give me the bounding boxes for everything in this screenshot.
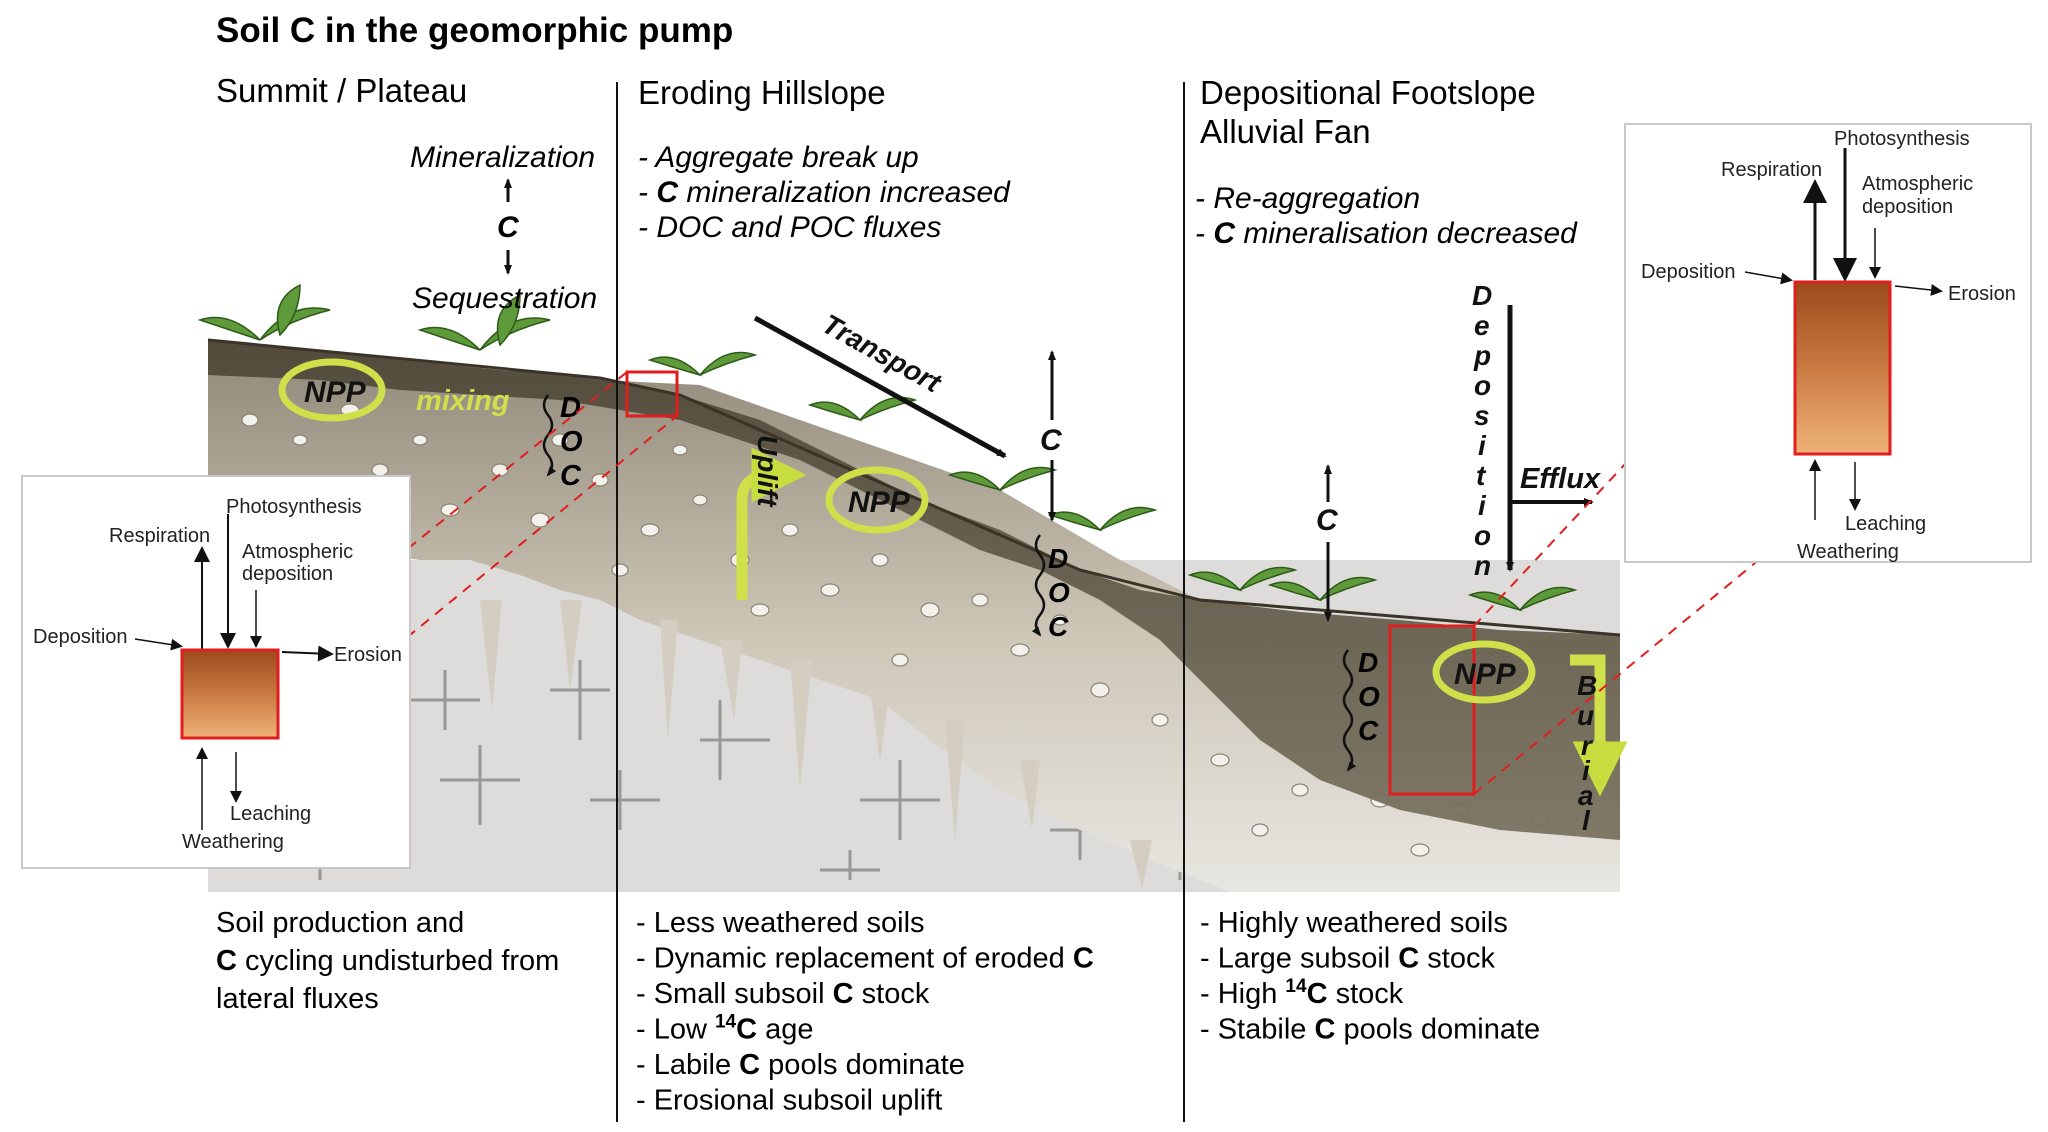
npp-cycle-3 — [1432, 640, 1536, 704]
inset-left-leaching: Leaching — [230, 803, 311, 825]
doc-label-3b: O — [1358, 681, 1380, 712]
svg-text:o: o — [1474, 520, 1491, 551]
inset-left-erosion: Erosion — [334, 644, 402, 666]
svg-text:l: l — [1582, 805, 1591, 836]
npp-label-3: NPP — [1454, 658, 1517, 691]
inset-left-weathering: Weathering — [182, 831, 284, 853]
svg-text:s: s — [1474, 400, 1490, 431]
hillslope-heading: Eroding Hillslope — [638, 74, 886, 111]
transport-arrow — [753, 315, 1007, 459]
summit-heading: Summit / Plateau — [216, 72, 467, 109]
svg-text:i: i — [1478, 430, 1487, 461]
soil-block-left — [180, 648, 280, 740]
subsoil — [208, 340, 1620, 892]
burial-label: Bur ial — [1577, 670, 1597, 836]
hillslope-footer-2: - Dynamic replacement of eroded C — [636, 943, 1094, 975]
doc-label-3a: D — [1358, 647, 1378, 678]
footslope-heading-2: Alluvial Fan — [1200, 113, 1371, 150]
footslope-c-label: C — [1316, 504, 1339, 537]
svg-text:o: o — [1474, 370, 1491, 401]
doc-label-3c: C — [1358, 715, 1379, 746]
footslope-bullet-2: - C mineralisation decreased — [1195, 217, 1578, 250]
figure-title: Soil C in the geomorphic pump — [216, 11, 733, 50]
sequestration-label: Sequestration — [412, 282, 597, 315]
npp-label-1: NPP — [304, 376, 367, 409]
deposition-label: Depo siti on — [1472, 280, 1492, 581]
inset-left-respiration: Respiration — [109, 525, 210, 547]
hillslope-footer-6: - Erosional subsoil uplift — [636, 1085, 942, 1117]
summit-c-label: C — [497, 211, 520, 244]
inset-right-atmospheric-1: Atmospheric — [1862, 173, 1973, 195]
hillslope-bullet-1: - Aggregate break up — [638, 141, 919, 174]
doc-label-1: D — [560, 392, 581, 424]
inset-right-weathering: Weathering — [1797, 541, 1899, 563]
mixing-label: mixing — [416, 385, 510, 417]
doc-label-2a: D — [1048, 543, 1068, 574]
doc-label-2c: C — [1048, 611, 1069, 642]
inset-right-leaching: Leaching — [1845, 513, 1926, 535]
svg-text:a: a — [1578, 780, 1594, 811]
hillslope-footer-3: - Small subsoil C stock — [636, 978, 930, 1010]
inset-right-photosynthesis: Photosynthesis — [1834, 128, 1970, 150]
inset-right: Photosynthesis Respiration Atmospheric d… — [1624, 123, 2032, 563]
hillslope-footer-5: - Labile C pools dominate — [636, 1049, 965, 1081]
mineralization-label: Mineralization — [410, 141, 595, 174]
svg-text:D: D — [1472, 280, 1492, 311]
svg-text:p: p — [1473, 340, 1491, 371]
hillslope-c-label: C — [1040, 424, 1063, 457]
footslope-footer-1: - Highly weathered soils — [1200, 907, 1508, 939]
doc-label-1c: C — [560, 460, 582, 492]
landscape-cross-section — [197, 283, 1621, 892]
hillslope-footer-1: - Less weathered soils — [636, 907, 925, 939]
doc-squiggle-2 — [1031, 534, 1046, 637]
doc-label-2b: O — [1048, 577, 1070, 608]
efflux-label: Efflux — [1520, 463, 1602, 495]
svg-text:u: u — [1577, 700, 1594, 731]
svg-text:r: r — [1581, 730, 1594, 761]
footslope-footer-2: - Large subsoil C stock — [1200, 943, 1495, 975]
inset-right-deposition: Deposition — [1641, 261, 1736, 283]
uplift-label: Uplift — [752, 435, 783, 508]
sample-box-footslope — [1388, 624, 1476, 796]
npp-cycle-2 — [825, 466, 929, 534]
topsoil — [208, 340, 1620, 840]
doc-label-1b: O — [560, 426, 583, 458]
npp-label-2: NPP — [848, 486, 911, 519]
svg-text:n: n — [1474, 550, 1491, 581]
summit-footer-2: C cycling undisturbed from — [216, 945, 559, 977]
svg-text:t: t — [1476, 460, 1487, 491]
svg-text:i: i — [1478, 490, 1487, 521]
sample-box-summit — [625, 370, 679, 418]
doc-squiggle-3 — [1342, 649, 1357, 772]
inset-right-erosion: Erosion — [1948, 283, 2016, 305]
footslope-footer-list: - Highly weathered soils - Large subsoil … — [1200, 907, 1540, 1046]
hillslope-bullet-3: - DOC and POC fluxes — [638, 211, 941, 244]
weathering-tongues — [480, 600, 1152, 890]
npp-cycle-1 — [278, 358, 386, 422]
inset-right-atmospheric-2: deposition — [1862, 196, 1953, 218]
svg-text:e: e — [1474, 310, 1490, 341]
footslope-bullet-1: - Re-aggregation — [1195, 182, 1420, 215]
svg-text:B: B — [1577, 670, 1597, 701]
svg-text:i: i — [1582, 755, 1591, 786]
hillslope-bullet-2: - C mineralization increased — [638, 176, 1011, 209]
footslope-footer-3: - High 14C stock — [1200, 976, 1404, 1010]
footslope-footer-4: - Stabile C pools dominate — [1200, 1014, 1540, 1046]
footslope-heading-1: Depositional Footslope — [1200, 74, 1536, 111]
uplift-arrow — [736, 447, 807, 600]
soil-block-right — [1793, 280, 1892, 456]
inset-right-respiration: Respiration — [1721, 159, 1822, 181]
inset-left-atmospheric-2: deposition — [242, 563, 333, 585]
summit-footer-1: Soil production and — [216, 907, 464, 939]
inset-left-atmospheric-1: Atmospheric — [242, 541, 353, 563]
plants — [197, 283, 1578, 612]
summit-footer-3: lateral fluxes — [216, 983, 379, 1015]
inset-left-photosynthesis: Photosynthesis — [226, 496, 362, 518]
burial-arrow — [1570, 654, 1628, 797]
inset-left-deposition: Deposition — [33, 626, 128, 648]
inset-left: Photosynthesis Respiration Atmospheric d… — [21, 475, 411, 869]
hillslope-footer-4: - Low 14C age — [636, 1012, 814, 1046]
hillslope-footer-list: - Less weathered soils - Dynamic replacem… — [636, 907, 1094, 1117]
